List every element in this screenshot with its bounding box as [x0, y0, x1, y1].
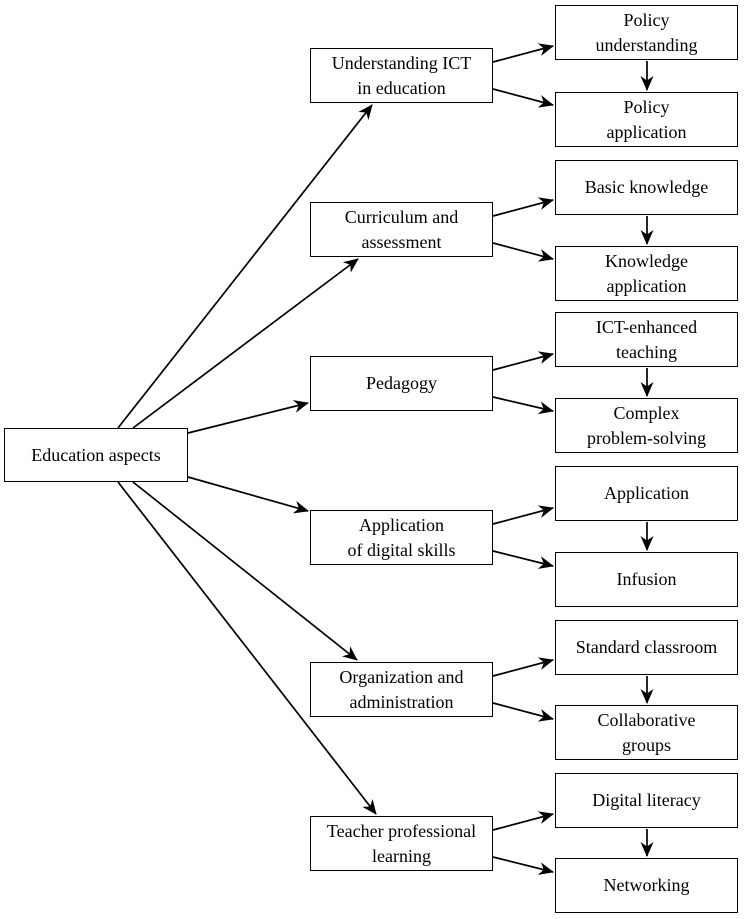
node-understanding-ict-in-education: Understanding ICT in education [310, 48, 493, 103]
node-infusion: Infusion [555, 552, 738, 607]
node-complex-problem-solving: Complex problem-solving [555, 398, 738, 453]
node-ict-enhanced-teaching: ICT-enhanced teaching [555, 312, 738, 367]
node-digital-literacy: Digital literacy [555, 773, 738, 828]
arrow-branch-2-to-leaf-2 [492, 242, 554, 262]
node-standard-classroom: Standard classroom [555, 620, 738, 675]
arrow-branch-6-to-leaf-1 [492, 811, 554, 831]
node-networking: Networking [555, 858, 738, 913]
arrow-branch-1-to-leaf-2 [492, 88, 554, 108]
arrow-root-to-branch-3 [187, 400, 309, 434]
node-teacher-professional-learning: Teacher professional learning [310, 816, 493, 871]
arrow-root-to-branch-2 [132, 258, 359, 429]
node-policy-understanding: Policy understanding [555, 5, 738, 60]
node-curriculum-and-assessment: Curriculum and assessment [310, 202, 493, 257]
node-knowledge-application: Knowledge application [555, 246, 738, 301]
arrow-branch-4-to-leaf-1 [492, 505, 554, 525]
node-application: Application [555, 466, 738, 521]
node-collaborative-groups: Collaborative groups [555, 705, 738, 760]
node-policy-application: Policy application [555, 92, 738, 147]
arrow-branch-5-to-leaf-1 [492, 657, 554, 677]
arrow-branch-2-to-leaf-1 [492, 197, 554, 217]
arrow-branch-5-to-leaf-2 [492, 702, 554, 722]
arrow-root-to-branch-1 [117, 104, 373, 429]
arrow-branch-1-to-leaf-1 [492, 43, 554, 63]
node-basic-knowledge: Basic knowledge [555, 160, 738, 215]
node-education-aspects: Education aspects [4, 428, 188, 482]
node-pedagogy: Pedagogy [310, 356, 493, 411]
arrow-branch-3-to-leaf-1 [492, 351, 554, 371]
arrow-branch-3-to-leaf-2 [492, 396, 554, 415]
arrow-root-to-branch-4 [187, 476, 309, 514]
node-application-of-digital-skills: Application of digital skills [310, 510, 493, 565]
arrow-branch-6-to-leaf-2 [492, 856, 554, 875]
node-organization-and-administration: Organization and administration [310, 662, 493, 717]
arrow-root-to-branch-5 [132, 481, 358, 661]
arrow-branch-4-to-leaf-2 [492, 550, 554, 569]
arrow-root-to-branch-6 [117, 481, 377, 815]
